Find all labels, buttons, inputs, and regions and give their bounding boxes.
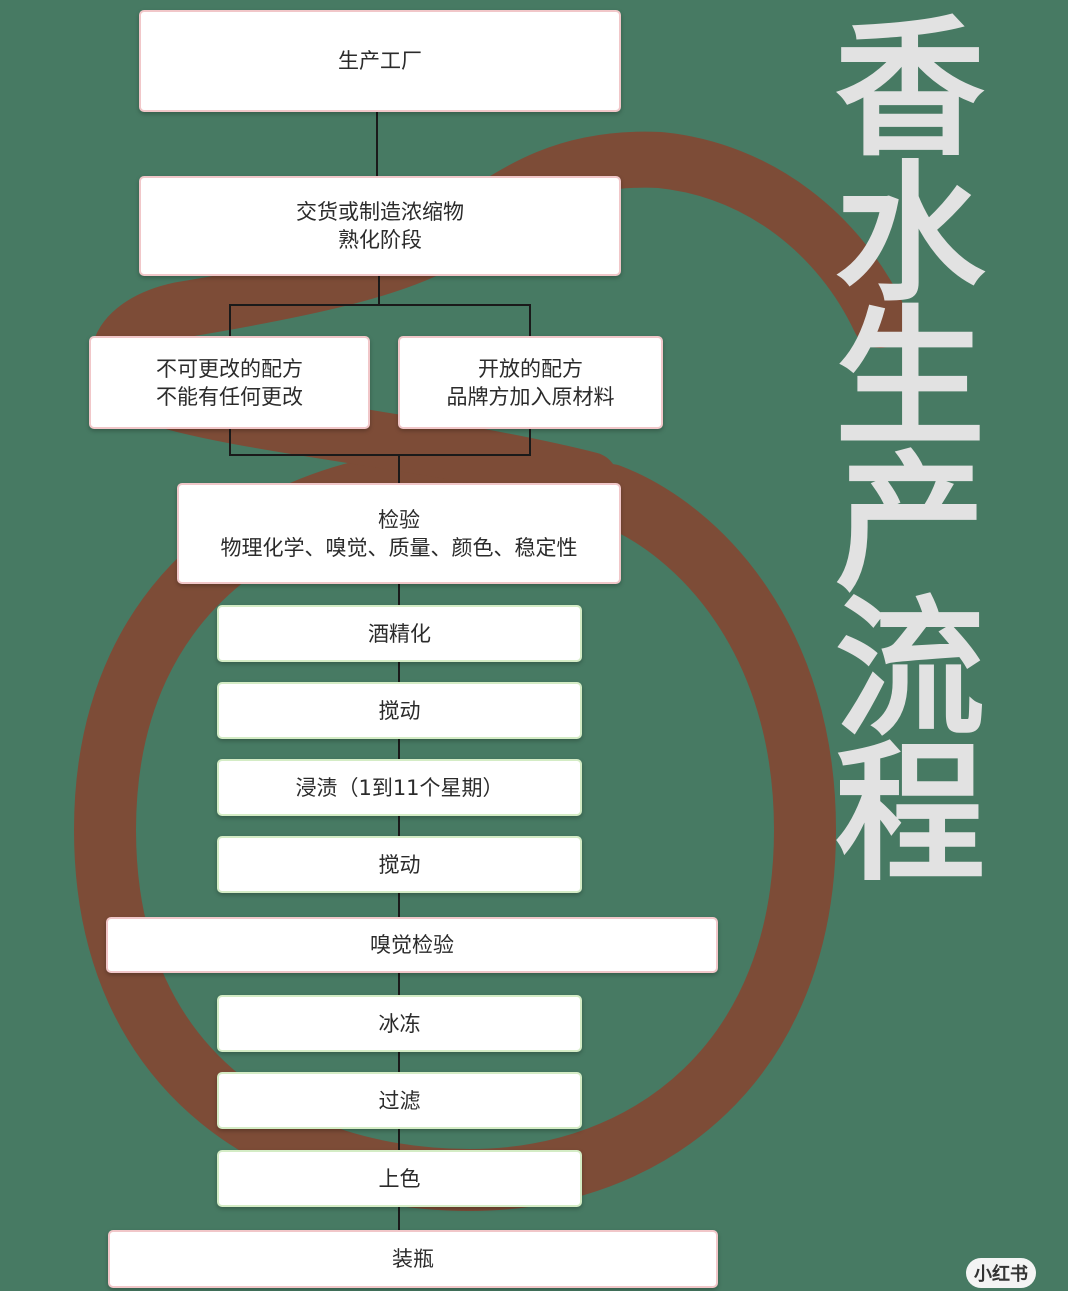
title-char: 水 (834, 148, 985, 322)
node-label-line2: 品牌方加入原材料 (446, 384, 615, 409)
node-label: 生产工厂 (338, 49, 422, 73)
title-char: 流 (834, 583, 985, 757)
node-label-line2: 不能有任何更改 (156, 384, 303, 409)
node-olfactory-check: 嗅觉检验 (106, 917, 718, 973)
node-inspection: 检验 物理化学、嗅觉、质量、颜色、稳定性 (177, 483, 621, 584)
node-stir-1: 搅动 (217, 682, 582, 739)
node-freeze: 冰冻 (217, 995, 582, 1052)
title-char: 程 (834, 728, 985, 902)
node-label: 浸渍（1到11个星期） (295, 775, 504, 800)
node-filter: 过滤 (217, 1072, 582, 1129)
node-concentrate: 交货或制造浓缩物 熟化阶段 (139, 176, 621, 276)
node-fixed-formula: 不可更改的配方 不能有任何更改 (89, 336, 370, 429)
node-label-line1: 检验 (378, 507, 420, 532)
node-label-line1: 开放的配方 (478, 356, 583, 381)
node-label-line2: 熟化阶段 (338, 228, 422, 252)
title-char: 香 (834, 3, 985, 177)
node-bottle: 装瓶 (108, 1230, 718, 1288)
node-label: 装瓶 (392, 1247, 434, 1271)
watermark-logo: 小红书 (966, 1258, 1036, 1288)
title-char: 生 (834, 293, 985, 467)
node-color: 上色 (217, 1150, 582, 1207)
node-label-line1: 不可更改的配方 (156, 356, 303, 381)
node-stir-2: 搅动 (217, 836, 582, 893)
node-label: 搅动 (378, 852, 421, 877)
node-label: 嗅觉检验 (370, 933, 454, 957)
title-char: 产 (834, 438, 985, 612)
node-label-line1: 交货或制造浓缩物 (296, 200, 464, 224)
node-macerate: 浸渍（1到11个星期） (217, 759, 582, 816)
node-factory: 生产工厂 (139, 10, 621, 112)
node-label: 上色 (378, 1166, 421, 1191)
page-title: 香 水 生 产 流 程 (825, 3, 995, 902)
node-label-line2: 物理化学、嗅觉、质量、颜色、稳定性 (220, 535, 578, 560)
node-label: 酒精化 (368, 621, 431, 646)
node-label: 搅动 (378, 698, 421, 723)
node-label: 冰冻 (378, 1011, 421, 1036)
node-open-formula: 开放的配方 品牌方加入原材料 (398, 336, 663, 429)
node-alcoholize: 酒精化 (217, 605, 582, 662)
node-label: 过滤 (378, 1088, 421, 1113)
logo-text: 小红书 (974, 1264, 1028, 1285)
